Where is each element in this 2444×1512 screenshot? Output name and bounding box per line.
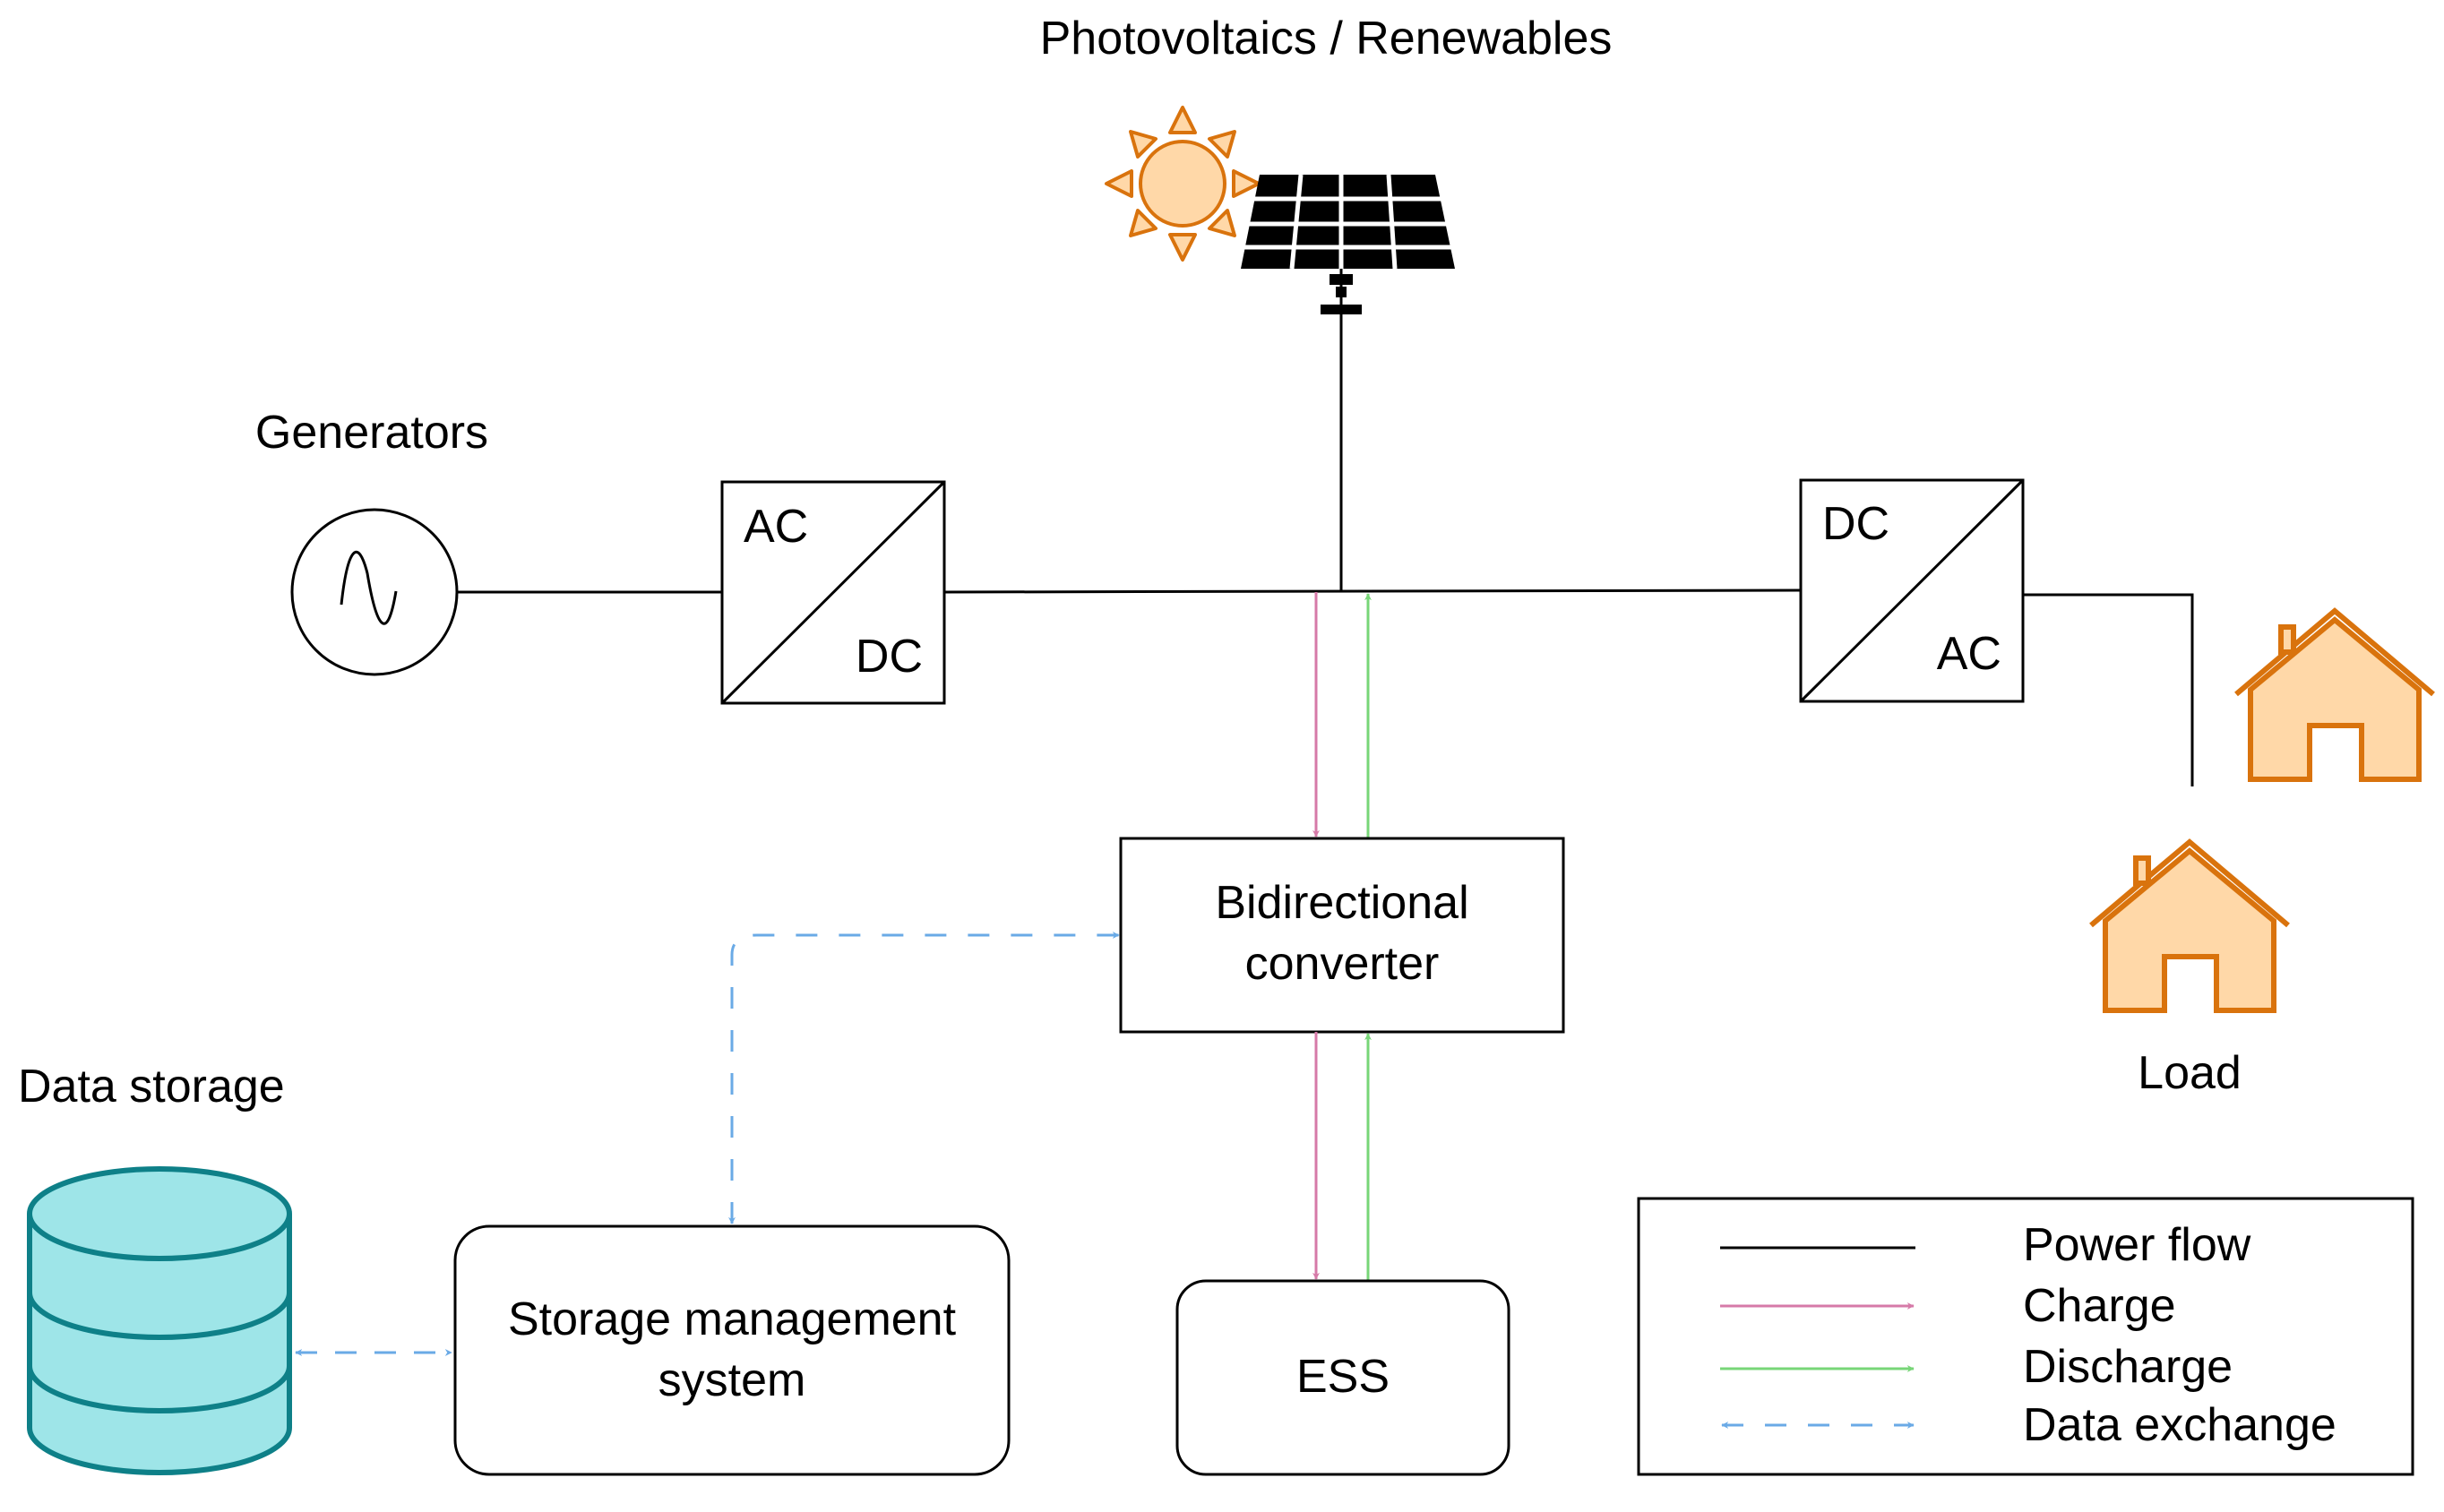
dc-ac-bottom-label: AC	[1937, 628, 2001, 680]
ess-block: ESS	[1175, 1279, 1510, 1476]
data-exchange-sms-converter	[728, 932, 1120, 1224]
power-bus	[943, 588, 1802, 594]
generator-icon	[290, 508, 459, 676]
load-label: Load	[2138, 1047, 2242, 1099]
legend: Power flow Charge Discharge Data exchang…	[1637, 1197, 2414, 1476]
pv-title: Photovoltaics / Renewables	[1040, 13, 1613, 64]
ac-dc-bottom-label: DC	[856, 631, 923, 683]
legend-label: Charge	[2023, 1280, 2176, 1332]
data-storage-label: Data storage	[18, 1061, 285, 1113]
house-icon	[2089, 838, 2290, 1013]
legend-label: Data exchange	[2023, 1399, 2336, 1451]
house-icon	[2234, 607, 2435, 782]
sms-label-line1: Storage management	[508, 1293, 957, 1345]
legend-label: Discharge	[2023, 1341, 2233, 1393]
sun-icon	[1105, 106, 1261, 262]
generators-label: Generators	[255, 407, 488, 459]
ac-dc-converter: AC DC	[720, 480, 946, 705]
database-icon	[27, 1166, 292, 1475]
storage-management-system: Storage management system	[453, 1224, 1011, 1476]
legend-item-power-flow: Power flow	[1720, 1219, 2251, 1271]
dc-ac-converter: DC AC	[1799, 478, 2025, 703]
ess-label: ESS	[1296, 1351, 1390, 1403]
solar-panel-icon	[1241, 174, 1455, 314]
legend-label: Power flow	[2023, 1219, 2251, 1271]
power-line-load	[2023, 593, 2194, 786]
bidirectional-label-line1: Bidirectional	[1215, 877, 1468, 929]
bidirectional-converter: Bidirectional converter	[1119, 837, 1565, 1034]
legend-item-data-exchange: Data exchange	[1721, 1399, 2336, 1451]
dc-ac-top-label: DC	[1822, 498, 1889, 550]
legend-item-charge: Charge	[1720, 1280, 2176, 1332]
legend-item-discharge: Discharge	[1720, 1341, 2233, 1393]
bidirectional-label-line2: converter	[1245, 938, 1440, 990]
sms-label-line2: system	[658, 1354, 806, 1406]
ac-dc-top-label: AC	[744, 501, 808, 553]
